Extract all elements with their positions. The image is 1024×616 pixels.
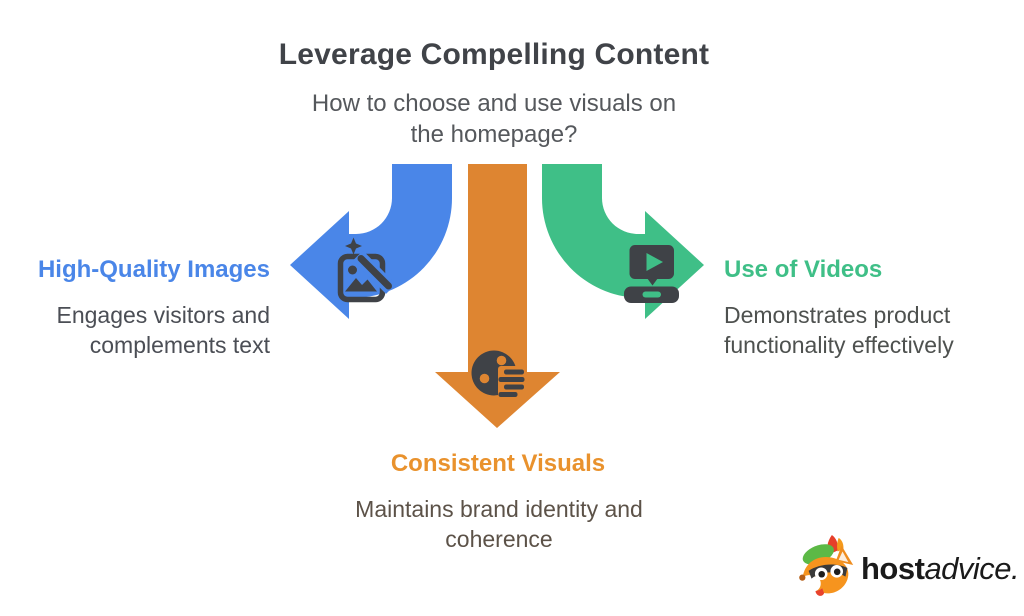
desc-high-quality-images: Engages visitors and complements text: [0, 300, 270, 360]
page-subtitle: How to choose and use visuals on the hom…: [0, 88, 988, 150]
left-curved-arrow: [290, 164, 453, 319]
video-screen-icon: [624, 245, 679, 303]
right-curved-arrow: [542, 164, 704, 319]
wordmark-light: advice.: [924, 551, 1020, 586]
label-use-of-videos: Use of Videos: [724, 256, 883, 283]
hostadvice-logo: hostadvice.: [797, 534, 1020, 598]
label-high-quality-images: High-Quality Images: [37, 256, 270, 283]
palette-list-icon: [471, 350, 527, 400]
desc-line: complements text: [89, 332, 270, 358]
desc-line: Maintains brand identity and: [355, 496, 643, 522]
fox-mascot-icon: [799, 535, 854, 596]
desc-line: functionality effectively: [724, 332, 954, 358]
desc-line: coherence: [445, 526, 553, 552]
desc-consistent-visuals: Maintains brand identity and coherence: [338, 494, 660, 554]
wordmark-bold: host: [861, 551, 925, 586]
desc-line: Engages visitors and: [56, 302, 270, 328]
desc-use-of-videos: Demonstrates product functionality effec…: [724, 300, 1016, 360]
label-consistent-visuals: Consistent Visuals: [390, 450, 606, 477]
subtitle-line: the homepage?: [410, 121, 578, 148]
page-title: Leverage Compelling Content: [278, 38, 710, 71]
hostadvice-wordmark: hostadvice.: [861, 551, 1020, 587]
image-magic-wand-icon: [337, 237, 396, 303]
desc-line: Demonstrates product: [724, 302, 951, 328]
subtitle-line: How to choose and use visuals on: [311, 90, 677, 117]
down-arrow: [435, 164, 560, 428]
